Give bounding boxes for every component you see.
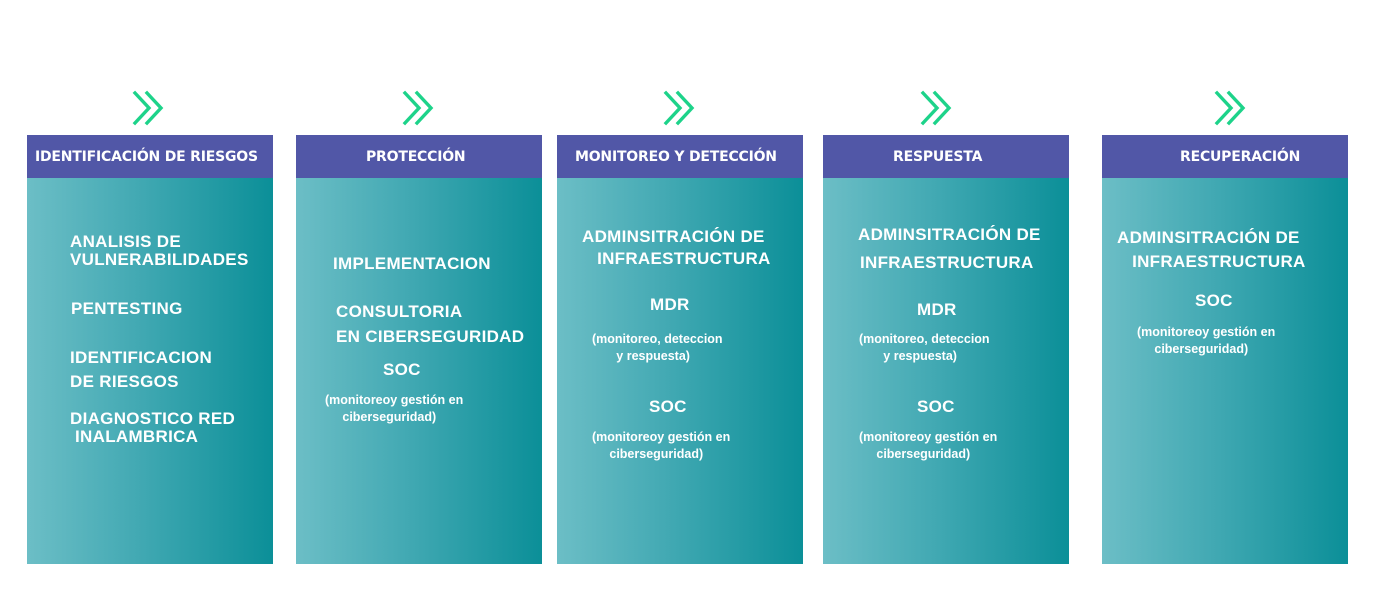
stage-card: MONITOREO Y DETECCIÓN ADMINSITRACIÓN DE … [557, 135, 803, 564]
stage-item: (monitoreoy gestión en ciberseguridad) [859, 430, 998, 461]
stage-item: SOC [383, 360, 421, 379]
stage-body: ADMINSITRACIÓN DE INFRAESTRUCTURA MDR (m… [823, 178, 1069, 564]
stage-item: INFRAESTRUCTURA [860, 253, 1034, 272]
stage-item: PENTESTING [71, 299, 183, 318]
stage-monitoreo: MONITOREO Y DETECCIÓN ADMINSITRACIÓN DE … [557, 0, 803, 603]
stage-proteccion: PROTECCIÓN IMPLEMENTACION CONSULTORIA EN… [296, 0, 542, 603]
stage-title: IDENTIFICACIÓN DE RIESGOS [27, 135, 273, 178]
stage-item: MDR [917, 300, 957, 319]
stage-card: RESPUESTA ADMINSITRACIÓN DE INFRAESTRUCT… [823, 135, 1069, 564]
stage-card: RECUPERACIÓN ADMINSITRACIÓN DE INFRAESTR… [1102, 135, 1348, 564]
stage-item: (monitoreo, deteccion y respuesta) [859, 332, 990, 363]
double-chevron-right-icon [1214, 89, 1250, 127]
stage-item: (monitoreoy gestión en ciberseguridad) [325, 393, 464, 424]
double-chevron-right-icon [663, 89, 699, 127]
double-chevron-right-icon [132, 89, 168, 127]
stage-item: (monitoreoy gestión en ciberseguridad) [592, 430, 731, 461]
double-chevron-right-icon [920, 89, 956, 127]
stage-item: IMPLEMENTACION [333, 254, 491, 273]
stage-body: IMPLEMENTACION CONSULTORIA EN CIBERSEGUR… [296, 178, 542, 564]
stage-body: ADMINSITRACIÓN DE INFRAESTRUCTURA MDR (m… [557, 178, 803, 564]
stage-item: ADMINSITRACIÓN DE INFRAESTRUCTURA [1117, 228, 1306, 271]
stage-body: ADMINSITRACIÓN DE INFRAESTRUCTURA SOC (m… [1102, 178, 1348, 564]
stage-item: IDENTIFICACION DE RIESGOS [70, 348, 213, 391]
double-chevron-right-icon [402, 89, 438, 127]
stage-item: (monitoreo, deteccion y respuesta) [592, 332, 723, 363]
stage-identificacion: IDENTIFICACIÓN DE RIESGOS ANALISIS DE VU… [27, 0, 273, 603]
stage-item: ADMINSITRACIÓN DE [858, 225, 1041, 244]
stage-item: DIAGNOSTICO RED INALAMBRICA [70, 409, 236, 446]
stage-item: SOC [917, 397, 955, 416]
stage-title: MONITOREO Y DETECCIÓN [557, 135, 803, 178]
stage-item: CONSULTORIA EN CIBERSEGURIDAD [336, 302, 525, 346]
stage-respuesta: RESPUESTA ADMINSITRACIÓN DE INFRAESTRUCT… [823, 0, 1069, 603]
stage-recuperacion: RECUPERACIÓN ADMINSITRACIÓN DE INFRAESTR… [1102, 0, 1348, 603]
stage-item: MDR [650, 295, 690, 314]
stage-title: RESPUESTA [823, 135, 1069, 178]
stage-body: ANALISIS DE VULNERABILIDADES PENTESTING … [27, 178, 273, 564]
stage-item: SOC [1195, 291, 1233, 310]
stage-title: RECUPERACIÓN [1102, 135, 1348, 178]
stage-item: (monitoreoy gestión en ciberseguridad) [1137, 325, 1276, 356]
stage-title: PROTECCIÓN [296, 135, 542, 178]
stage-item: ADMINSITRACIÓN DE INFRAESTRUCTURA [582, 227, 771, 268]
stage-item: SOC [649, 397, 687, 416]
stage-card: PROTECCIÓN IMPLEMENTACION CONSULTORIA EN… [296, 135, 542, 564]
stage-item: ANALISIS DE VULNERABILIDADES [70, 232, 249, 269]
stage-card: IDENTIFICACIÓN DE RIESGOS ANALISIS DE VU… [27, 135, 273, 564]
